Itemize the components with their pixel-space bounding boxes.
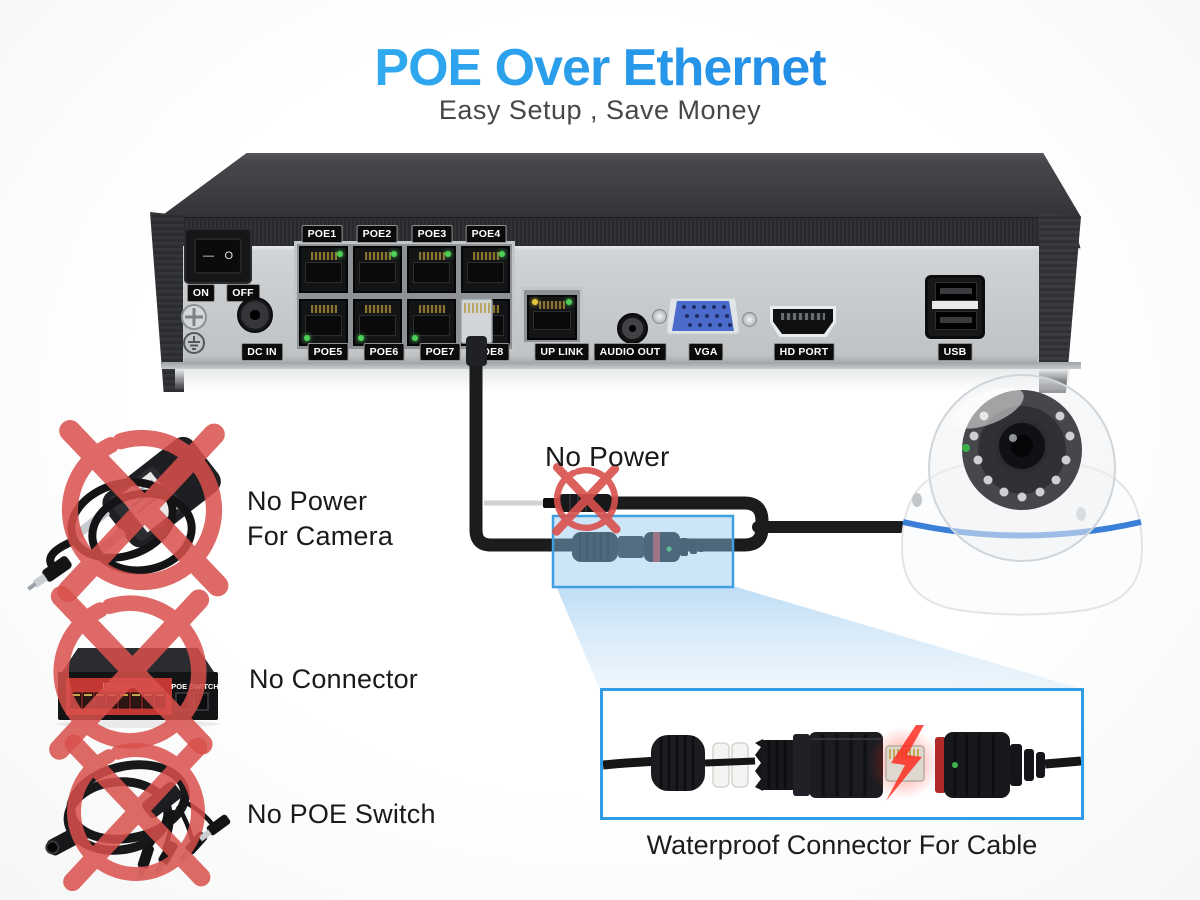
threaded-coupler bbox=[755, 734, 810, 796]
no-cross-icon bbox=[37, 579, 223, 765]
poe6-port bbox=[353, 299, 402, 346]
adapter-label-line2: For Camera bbox=[247, 521, 394, 551]
camera-status-led bbox=[962, 444, 970, 452]
power-switch: — O bbox=[194, 238, 242, 274]
no-cross-icon bbox=[45, 413, 240, 608]
dc-in-jack bbox=[237, 297, 273, 333]
uplink-label: UP LINK bbox=[534, 343, 590, 361]
poe3-port bbox=[407, 246, 456, 293]
hd-port-label: HD PORT bbox=[773, 343, 835, 361]
camera-screw-hole bbox=[1076, 507, 1086, 521]
on-label: ON bbox=[186, 284, 216, 302]
highlight-box bbox=[551, 514, 735, 589]
strain-relief bbox=[1010, 744, 1045, 786]
poe7-port bbox=[407, 299, 456, 346]
nvr-top-face bbox=[160, 153, 1081, 217]
vga-port bbox=[672, 301, 734, 331]
bottom-caption: Waterproof Connector For Cable bbox=[646, 830, 1038, 860]
poe2-label: POE2 bbox=[356, 225, 398, 243]
audio-out-jack bbox=[617, 313, 648, 344]
connector-body bbox=[809, 732, 883, 798]
poe-switch-device: POE Ports POE SWITCH bbox=[56, 648, 220, 728]
vga-label: VGA bbox=[688, 343, 724, 361]
dc-splitter-cable bbox=[45, 760, 231, 880]
poe5-port bbox=[299, 299, 348, 346]
poe2-port bbox=[353, 246, 402, 293]
page-title: POE Over Ethernet bbox=[0, 38, 1200, 98]
adapter-label-line1: No Power bbox=[247, 486, 368, 516]
switch-label: No Connector bbox=[249, 664, 418, 694]
dome-camera bbox=[900, 374, 1144, 616]
screw-icon bbox=[181, 304, 207, 330]
camera-screw-hole bbox=[912, 493, 922, 507]
poe1-label: POE1 bbox=[301, 225, 343, 243]
usb-label: USB bbox=[937, 343, 973, 361]
poe-ports-text: POE Ports bbox=[102, 683, 136, 690]
zoom-beam bbox=[556, 586, 1085, 690]
spark-bolt bbox=[886, 725, 924, 801]
cap-nut bbox=[651, 735, 705, 791]
camera-module bbox=[962, 390, 1082, 510]
dc-in-label: DC IN bbox=[241, 343, 283, 361]
uplink-port bbox=[527, 295, 577, 340]
waterproof-connector bbox=[572, 532, 704, 562]
nvr-bottom-reflection bbox=[175, 369, 1070, 391]
poe7-label: POE7 bbox=[419, 343, 461, 361]
camera-dome bbox=[928, 374, 1116, 562]
camera-ir-leds bbox=[969, 411, 1075, 502]
vga-screw-left bbox=[652, 309, 667, 324]
page-subtitle: Easy Setup , Save Money bbox=[438, 95, 762, 125]
camera-lens bbox=[995, 419, 1049, 473]
poe8-label: POE8 bbox=[468, 343, 510, 361]
rubber-gaskets bbox=[704, 742, 756, 788]
usb-ports bbox=[925, 275, 985, 339]
hdmi-pins bbox=[781, 313, 825, 320]
vga-screw-right bbox=[742, 312, 757, 327]
ground-icon bbox=[183, 332, 205, 354]
poe6-label: POE6 bbox=[363, 343, 405, 361]
poe4-label: POE4 bbox=[465, 225, 507, 243]
no-power-inline-label: No Power bbox=[545, 441, 670, 472]
power-adapter bbox=[27, 436, 221, 591]
poe1-port bbox=[299, 246, 348, 293]
switch-off-mark: O bbox=[224, 250, 233, 262]
waterproof-connector-exploded bbox=[603, 725, 1081, 801]
switch-on-mark: — bbox=[203, 250, 214, 262]
socket-body bbox=[935, 732, 1010, 798]
camera-blue-stripe bbox=[902, 519, 1142, 539]
splitter-label: No POE Switch bbox=[247, 799, 436, 829]
poe3-label: POE3 bbox=[411, 225, 453, 243]
poe4-port bbox=[461, 246, 510, 293]
poe8-port bbox=[461, 299, 510, 346]
poe5-label: POE5 bbox=[307, 343, 349, 361]
poe-switch-text: POE SWITCH bbox=[171, 682, 219, 691]
nvr-bottom-edge bbox=[162, 362, 1081, 369]
audio-out-label: AUDIO OUT bbox=[593, 343, 667, 361]
no-cross-icon bbox=[52, 728, 220, 896]
waterproof-detail-box bbox=[600, 688, 1084, 820]
dc-plug bbox=[543, 494, 612, 512]
